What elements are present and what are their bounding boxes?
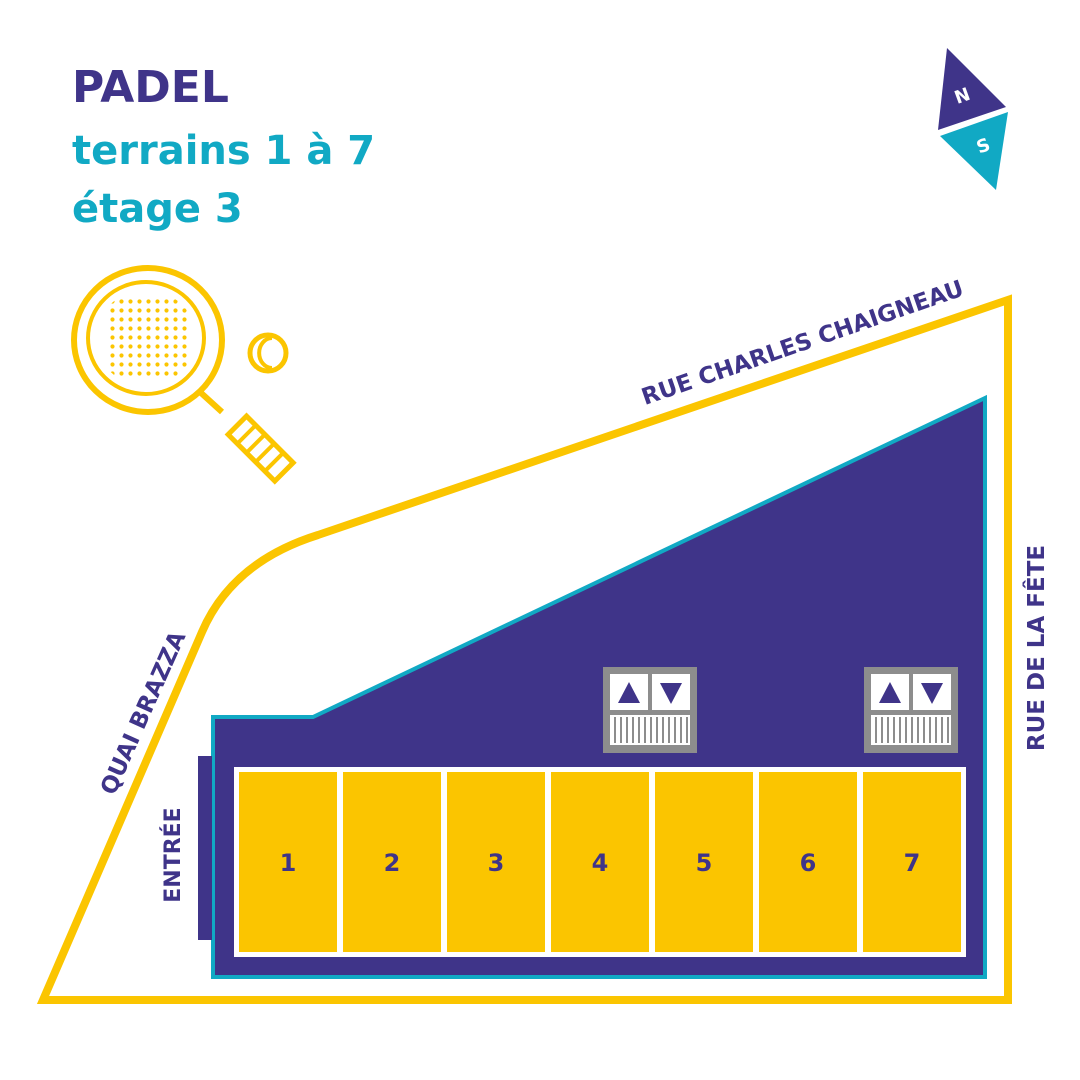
entrance-label: ENTRÉE <box>160 807 186 902</box>
elevator-icon <box>864 667 958 753</box>
entrance-marker <box>198 756 212 940</box>
padel-court-3 <box>447 772 545 952</box>
elevator-icon <box>603 667 697 753</box>
compass-north-label: N <box>952 84 973 109</box>
compass-icon: N S <box>938 48 1008 190</box>
padel-court-7 <box>863 772 961 952</box>
court-number-label: 2 <box>384 849 401 877</box>
court-number-label: 4 <box>592 849 609 877</box>
padel-racket-icon <box>71 265 297 485</box>
padel-court-4 <box>551 772 649 952</box>
padel-court-1 <box>239 772 337 952</box>
courts-group: 1 2 3 4 5 6 7 <box>239 772 961 952</box>
padel-ball-icon <box>247 332 289 374</box>
padel-court-6 <box>759 772 857 952</box>
compass-north-half <box>938 48 1006 130</box>
padel-court-2 <box>343 772 441 952</box>
court-number-label: 1 <box>280 849 297 877</box>
floor-subtitle: étage 3 <box>72 186 243 232</box>
court-number-label: 5 <box>696 849 713 877</box>
street-label-right: RUE DE LA FÊTE <box>1022 545 1050 751</box>
padel-court-5 <box>655 772 753 952</box>
courts-subtitle: terrains 1 à 7 <box>72 128 375 174</box>
compass-south-half <box>940 112 1008 190</box>
court-number-label: 3 <box>488 849 505 877</box>
page-title: PADEL <box>72 62 229 113</box>
site-boundary <box>36 294 1012 1004</box>
street-label-top: RUE CHARLES CHAIGNEAU <box>638 276 967 411</box>
court-number-label: 7 <box>904 849 921 877</box>
court-number-label: 6 <box>800 849 817 877</box>
